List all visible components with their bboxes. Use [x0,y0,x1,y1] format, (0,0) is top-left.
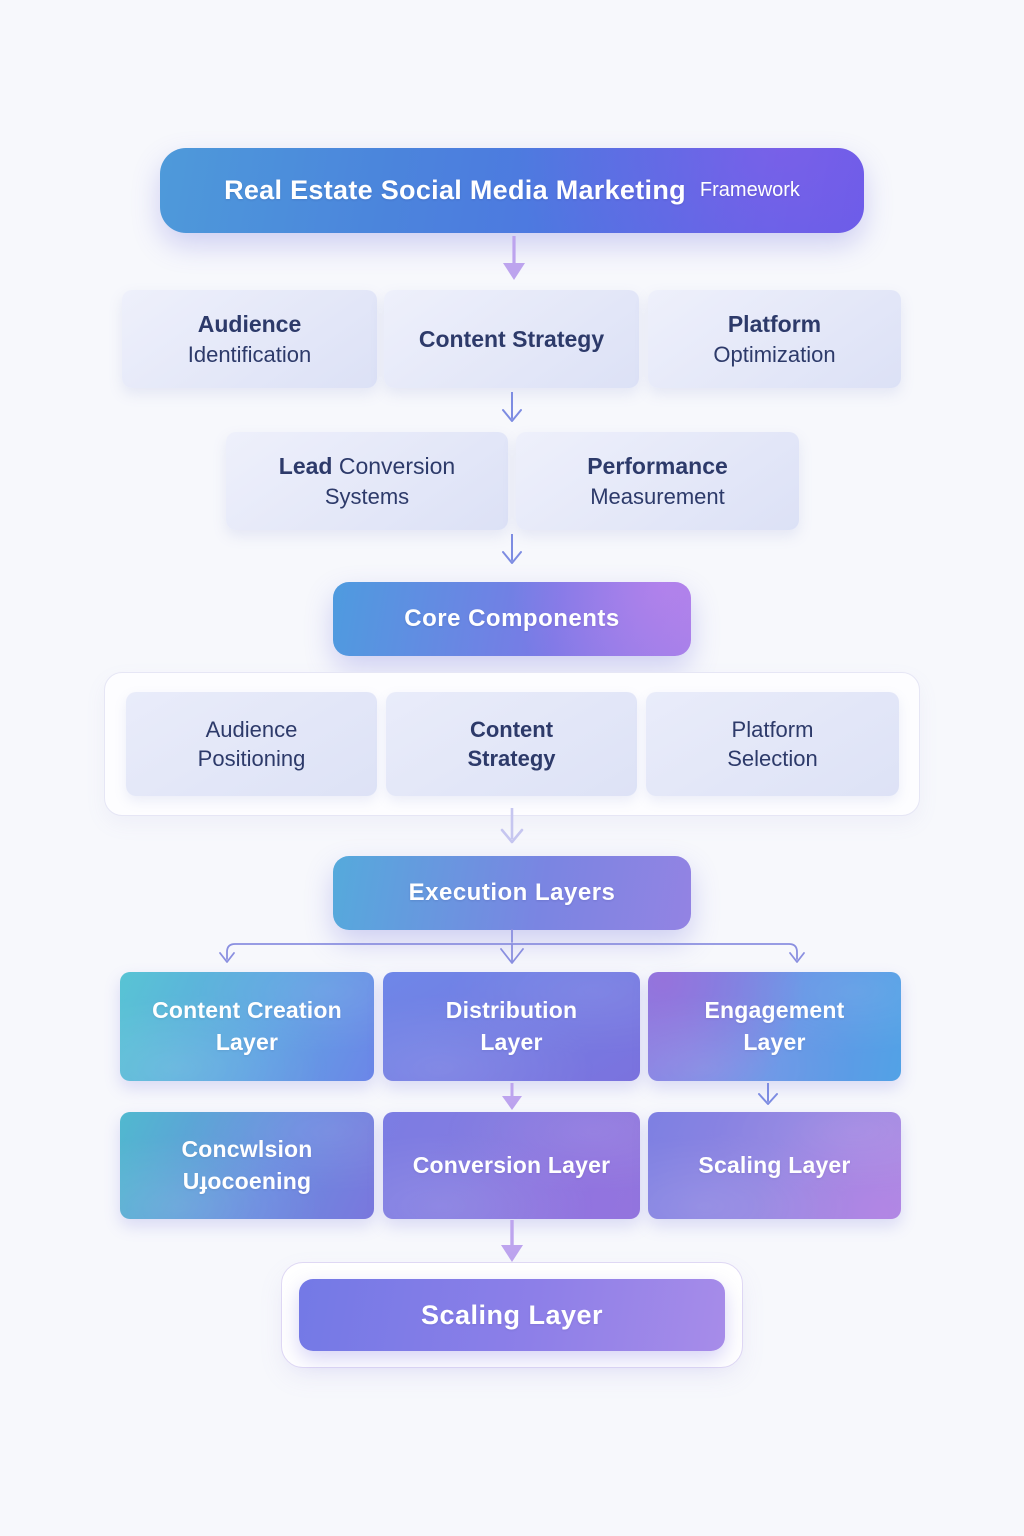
node-content-creation-layer: Content Creation Layer [120,972,374,1081]
node-line1: Scaling Layer [698,1151,851,1178]
node-line1: Content [469,716,554,742]
node-text-bold: Platform [727,311,822,338]
node-line1: Conversion Layer [412,1151,611,1178]
down-arrow-icon [502,392,522,422]
node-line2: Selection [727,746,818,771]
node-scaling-layer-small: Scaling Layer [648,1112,901,1219]
node-line2: Systems [324,483,410,509]
node-line1: Content Strategy [419,324,604,354]
header-title: Real Estate Social Media Marketing [224,175,686,205]
node-line2: Measurement [590,483,725,509]
node-garbled-layer: Concwlsion Uɟocoening [120,1112,374,1219]
node-line2: Layer [480,1028,543,1055]
node-distribution-layer: Distribution Layer [383,972,640,1081]
node-text-bold: Content Strategy [418,325,605,352]
node-content-strategy-group: Content Strategy [386,692,637,796]
node-line1: Content Creation [152,997,342,1024]
core-components-label: Core Components [404,605,620,632]
down-arrow-icon [502,534,522,564]
execution-layers-banner: Execution Layers [333,856,691,930]
final-label: Scaling Layer [420,1299,604,1330]
node-content-strategy-top: Content Strategy [384,290,639,388]
node-line2: Positioning [197,746,306,771]
node-line1: Platform [731,716,814,742]
node-text-bold: Lead [278,453,333,480]
node-line2: Strategy [467,746,556,771]
down-arrow-icon [500,808,524,844]
down-arrow-icon [758,1083,778,1105]
node-line2: Uɟocoening [182,1167,312,1194]
node-line2: Optimization [713,341,836,367]
node-platform-selection: Platform Selection [646,692,899,796]
node-lead-conversion-systems: Lead Conversion Systems [226,432,508,530]
node-line1: Concwlsion [181,1136,313,1163]
header-subtitle: Framework [699,179,800,201]
node-line1: Distribution [445,997,578,1024]
node-line1: Performance [587,451,728,481]
execution-layers-label: Execution Layers [408,879,616,906]
node-line1: Audience [198,309,302,339]
node-text-bold: Audience [197,311,302,338]
node-text-bold: Performance [587,453,728,480]
down-arrow-icon [502,1083,522,1110]
node-line2: Layer [215,1028,279,1055]
node-line1: Engagement [704,997,845,1024]
node-scaling-layer-final: Scaling Layer [299,1279,725,1351]
node-audience-identification: Audience Identification [122,290,377,388]
node-line2: Identification [187,341,312,367]
node-platform-optimization: Platform Optimization [648,290,901,388]
header-banner: Real Estate Social Media Marketing Frame… [160,148,864,233]
node-audience-positioning: Audience Positioning [126,692,377,796]
node-performance-measurement: Performance Measurement [516,432,799,530]
node-line2: Layer [743,1028,806,1055]
node-conversion-layer: Conversion Layer [383,1112,640,1219]
branch-connector [219,929,805,964]
node-line1: Platform [728,309,821,339]
node-engagement-layer: Engagement Layer [648,972,901,1081]
down-arrow-icon [501,1220,523,1262]
node-text-regular: Conversion [332,453,456,480]
core-components-banner: Core Components [333,582,691,656]
down-arrow-icon [503,236,525,280]
node-line1: Lead Conversion [279,451,455,481]
node-line1: Audience [205,716,298,742]
